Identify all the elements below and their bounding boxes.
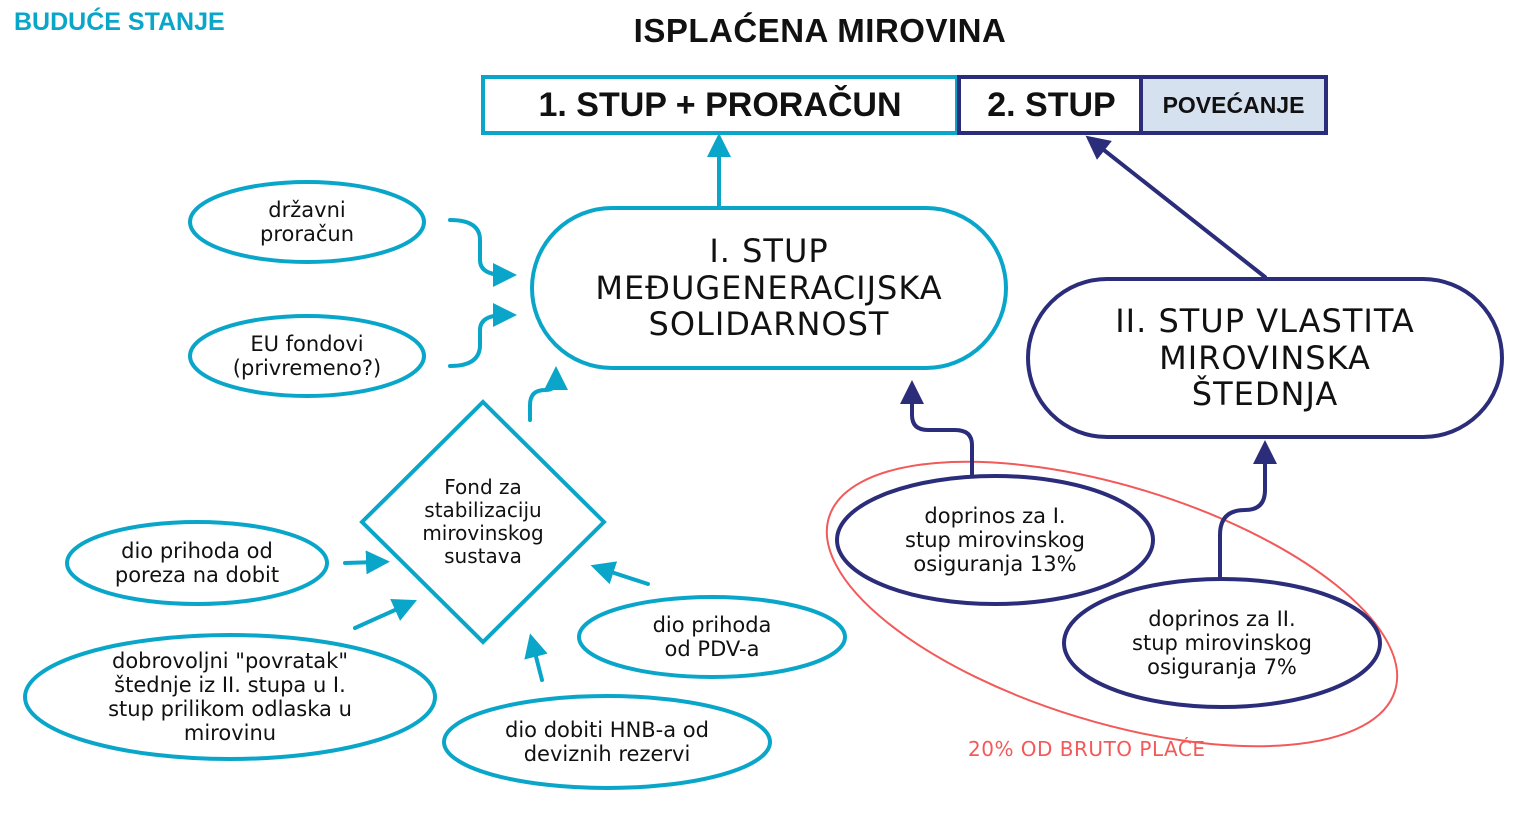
arrow-contrib1-to-pillar1: [900, 380, 974, 476]
payout-increase-box: POVEĆANJE: [1139, 75, 1328, 135]
arrow-hnb-to-fund: [524, 633, 548, 682]
pillar1-node-shape: [530, 206, 1008, 370]
contribution-group-outline: [825, 460, 1399, 748]
payout-pillar2-box: 2. STUP: [957, 75, 1142, 135]
arrow-vat-to-fund: [590, 561, 650, 586]
voluntary-return-shape: [23, 633, 437, 761]
vat-revenue-shape: [577, 595, 847, 679]
contribution-p1-node: doprinos za I. stup mirovinskog osiguran…: [905, 503, 1085, 577]
hnb-profit-shape: [442, 694, 772, 790]
eu-funds-shape: [188, 314, 426, 398]
corporate-tax-shape: [65, 520, 329, 606]
pillar1-node: I. STUP MEĐUGENERACIJSKA SOLIDARNOST: [595, 231, 943, 344]
arrow-fund-to-pillar1: [528, 366, 568, 422]
voluntary-return-node: dobrovoljni "povratak" štednje iz II. st…: [108, 648, 352, 746]
arrow-pillar2-to-payout: [1085, 135, 1267, 279]
payout-pillar1-label: 1. STUP + PRORAČUN: [538, 85, 902, 124]
contribution-p1-shape: [835, 474, 1155, 606]
payout-pillar2-label: 2. STUP: [987, 85, 1116, 124]
corporate-tax-node: dio prihoda od poreza na dobit: [114, 538, 280, 587]
arrow-voluntary-to-fund: [353, 598, 417, 630]
arrow-budget-to-pillar1: [448, 218, 517, 287]
gross-salary-note: 20% OD BRUTO PLAĆE: [968, 737, 1206, 761]
eu-funds-node: EU fondovi (privremeno?): [232, 331, 382, 380]
arrow-contrib2-to-pillar2: [1218, 440, 1277, 580]
stabilization-fund-shape: [359, 399, 607, 645]
state-budget-node: državni proračun: [259, 197, 355, 246]
hnb-profit-node: dio dobiti HNB-a od deviznih rezervi: [505, 717, 709, 766]
payout-pillar1-box: 1. STUP + PRORAČUN: [481, 75, 959, 135]
arrow-eu-to-pillar1: [448, 303, 517, 368]
contribution-p2-shape: [1062, 577, 1382, 709]
pillar2-node: II. STUP VLASTITA MIROVINSKA ŠTEDNJA: [1115, 301, 1415, 414]
stabilization-fund-node: Fond za stabilizaciju mirovinskog sustav…: [422, 475, 544, 568]
corner-label: BUDUĆE STANJE: [14, 8, 225, 36]
arrow-corptax-to-fund: [343, 550, 390, 575]
contribution-p2-node: doprinos za II. stup mirovinskog osigura…: [1132, 606, 1312, 680]
payout-increase-label: POVEĆANJE: [1162, 91, 1305, 118]
state-budget-shape: [188, 180, 426, 264]
vat-revenue-node: dio prihoda od PDV-a: [652, 612, 772, 661]
page-title: ISPLAĆENA MIROVINA: [633, 12, 1007, 49]
